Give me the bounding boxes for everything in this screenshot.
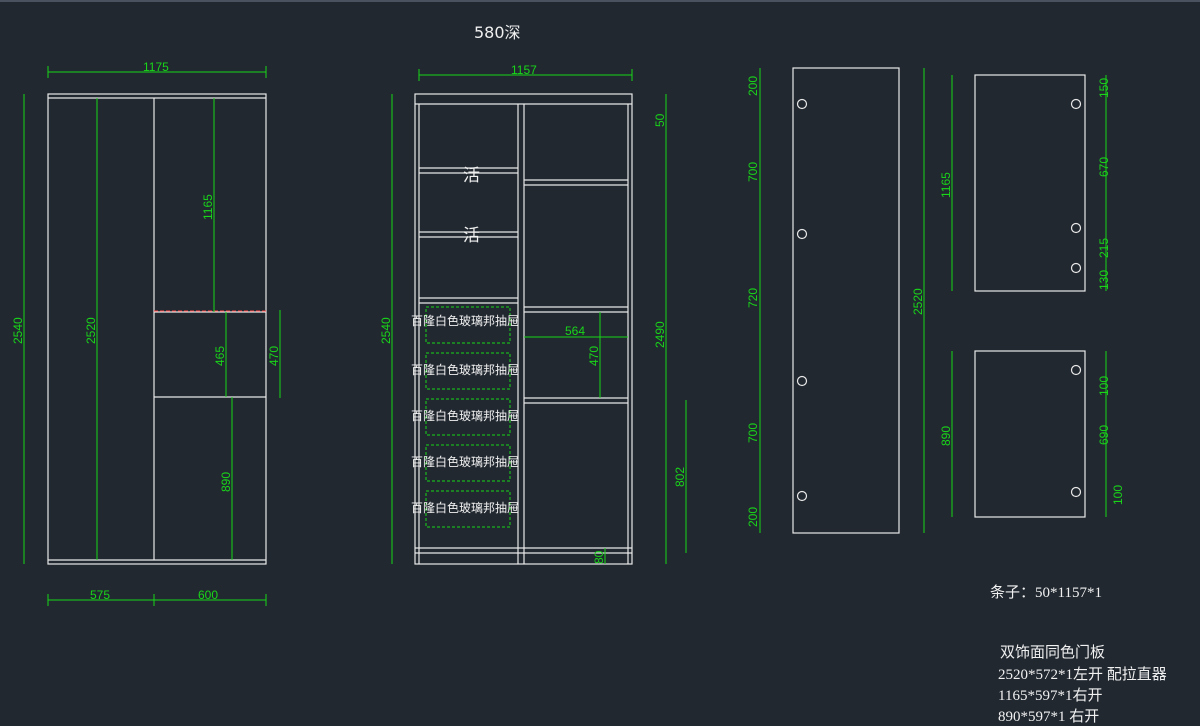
front-height-inner: 2520: [84, 317, 98, 344]
upper-door-height: 1165: [939, 172, 953, 198]
drawing-title: 580深: [474, 23, 521, 42]
hinge-hole: [796, 490, 808, 502]
door-line-2: 1165*597*1右开: [998, 687, 1102, 704]
tall-door-outline: [792, 67, 900, 534]
notes: 条子：50*1157*1 双饰面同色门板 2520*572*1左开 配拉直器 1…: [990, 584, 1167, 725]
upper-door-outline: [974, 74, 1086, 292]
movable-shelf-label-2: 活: [463, 226, 480, 245]
strip-note: 条子：50*1157*1: [990, 584, 1102, 601]
tall-door-panel: 200 700 720 700 200 2520: [746, 67, 925, 534]
drawer-box: [425, 352, 511, 390]
drawer-box: [425, 490, 511, 528]
tall-door-seg-2: 700: [746, 162, 760, 182]
front-middle-height-side: 470: [267, 346, 281, 366]
lower-door-seg-1: 100: [1097, 376, 1111, 396]
hinge-hole: [796, 375, 808, 387]
section-view: 活 活 百隆白色玻璃邦抽屉 百隆白色玻璃邦抽屉 百隆白色玻璃邦抽屉 百隆白色玻璃…: [379, 63, 687, 565]
section-top-gap: 50: [653, 113, 667, 127]
door-line-1: 2520*572*1左开 配拉直器: [998, 666, 1167, 683]
drawer-label-3: 百隆白色玻璃邦抽屉: [411, 408, 519, 423]
hinge-hole: [1070, 486, 1082, 498]
hinge-hole: [796, 228, 808, 240]
drawer-label-4: 百隆白色玻璃邦抽屉: [411, 454, 519, 469]
tall-door-seg-3: 720: [746, 288, 760, 308]
upper-door-seg-1: 150: [1097, 78, 1111, 98]
front-view: 1175 2540 2520 1165 465 470 890 575 600: [11, 60, 281, 606]
section-shelf-height: 470: [587, 346, 601, 366]
front-upper-height: 1165: [201, 194, 215, 220]
drawer-box: [425, 398, 511, 436]
front-view-outline: [47, 93, 267, 565]
top-border: [0, 0, 1200, 2]
section-height-right: 2490: [653, 321, 667, 348]
movable-shelf-label-1: 活: [463, 166, 480, 185]
lower-door-seg-2: 690: [1097, 425, 1111, 445]
front-height-outer: 2540: [11, 317, 25, 344]
hinge-hole: [1070, 98, 1082, 110]
tall-door-seg-5: 200: [746, 507, 760, 527]
drawer-box: [425, 306, 511, 344]
front-bottom-right: 600: [198, 588, 218, 602]
upper-door-seg-2: 670: [1097, 157, 1111, 177]
hinge-hole: [1070, 222, 1082, 234]
front-bottom-left: 575: [90, 588, 110, 602]
hinge-hole: [796, 98, 808, 110]
tall-door-seg-4: 700: [746, 423, 760, 443]
front-middle-height: 465: [213, 346, 227, 366]
drawer-label-5: 百隆白色玻璃邦抽屉: [411, 500, 519, 515]
section-bottom-gap: 80: [592, 550, 606, 564]
front-lower-height: 890: [219, 472, 233, 492]
door-line-3: 890*597*1 右开: [998, 708, 1099, 725]
hinge-hole: [1070, 364, 1082, 376]
section-shelf-width: 564: [565, 324, 585, 338]
lower-door-seg-3: 100: [1111, 485, 1125, 505]
front-top-width: 1175: [143, 60, 169, 74]
tall-door-height: 2520: [911, 288, 925, 315]
drawer-box: [425, 444, 511, 482]
section-lower-right: 802: [673, 467, 687, 487]
drawer-label-2: 百隆白色玻璃邦抽屉: [411, 362, 519, 377]
drawer-label-1: 百隆白色玻璃邦抽屉: [411, 313, 519, 328]
upper-door-panel: 1165 150 670 215 130: [939, 74, 1111, 292]
tall-door-seg-1: 200: [746, 76, 760, 96]
upper-door-seg-3: 215: [1097, 238, 1111, 258]
section-height-outer: 2540: [379, 317, 393, 344]
lower-door-height: 890: [939, 426, 953, 446]
hinge-hole: [1070, 262, 1082, 274]
section-top-width: 1157: [511, 63, 537, 77]
lower-door-panel: 890 100 690 100: [939, 350, 1125, 518]
upper-door-seg-4: 130: [1097, 270, 1111, 290]
door-heading: 双饰面同色门板: [1000, 643, 1105, 661]
lower-door-outline: [974, 350, 1086, 518]
